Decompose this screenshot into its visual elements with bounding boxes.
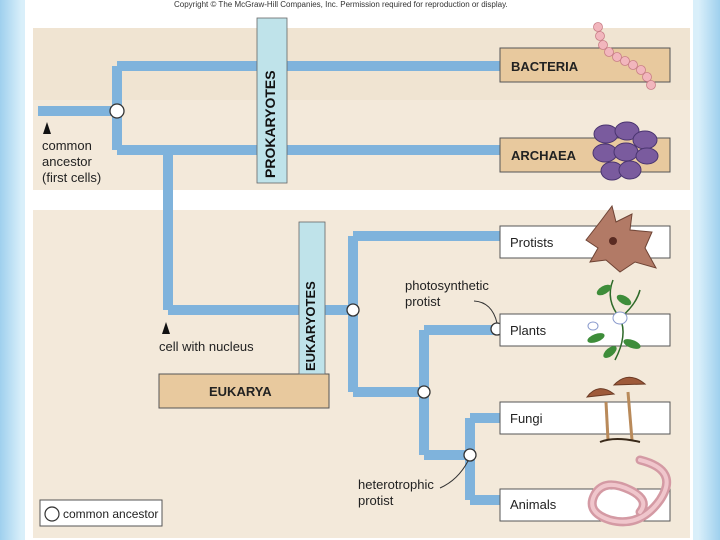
photosynthetic-protist-line1: photosynthetic [405, 278, 489, 293]
archaea-label: ARCHAEA [511, 148, 576, 163]
fungi-box [499, 401, 671, 435]
legend-label: common ancestor [63, 507, 159, 521]
ancestor-node-fungi-animals [463, 448, 477, 462]
plants-label: Plants [510, 323, 547, 338]
heterotrophic-pointer [439, 460, 469, 489]
archaea-cluster-icon [592, 121, 659, 181]
prokaryotes-band [256, 17, 288, 184]
common-ancestor-line2: ancestor [42, 154, 92, 169]
mushroom-icon [585, 376, 647, 443]
ancestor-node-root [109, 103, 125, 119]
bacteria-label: BACTERIA [511, 59, 579, 74]
heterotrophic-protist-line1: heterotrophic [358, 477, 434, 492]
arrow-common-ancestor [43, 122, 51, 134]
fungi-label: Fungi [510, 411, 543, 426]
bacteria-chain-icon [593, 22, 656, 90]
animals-label: Animals [510, 497, 557, 512]
common-ancestor-line3: (first cells) [42, 170, 102, 185]
ancestor-node-eukarya [346, 303, 360, 317]
worm-icon [587, 455, 672, 527]
prokaryotes-label: PROKARYOTES [262, 70, 278, 178]
eukarya-box [158, 373, 330, 409]
photosynthetic-pointer [473, 300, 498, 324]
photosynthetic-protist-line2: protist [405, 294, 441, 309]
cell-with-nucleus-label: cell with nucleus [159, 339, 254, 354]
arrow-cell-nucleus [162, 322, 170, 334]
heterotrophic-protist-line2: protist [358, 493, 394, 508]
protist-icon [585, 204, 658, 273]
bacteria-box [499, 47, 671, 83]
eukarya-panel [33, 210, 690, 538]
plants-box [499, 313, 671, 347]
eukaryotes-label: EUKARYOTES [303, 281, 318, 371]
legend-box [39, 499, 163, 527]
protists-label: Protists [510, 235, 554, 250]
legend-circle [44, 506, 60, 522]
copyright-notice: Copyright © The McGraw-Hill Companies, I… [174, 0, 508, 9]
eukaryotes-band [298, 221, 326, 375]
ancestor-node-crown [417, 385, 431, 399]
eukarya-label: EUKARYA [209, 384, 272, 399]
common-ancestor-line1: common [42, 138, 92, 153]
